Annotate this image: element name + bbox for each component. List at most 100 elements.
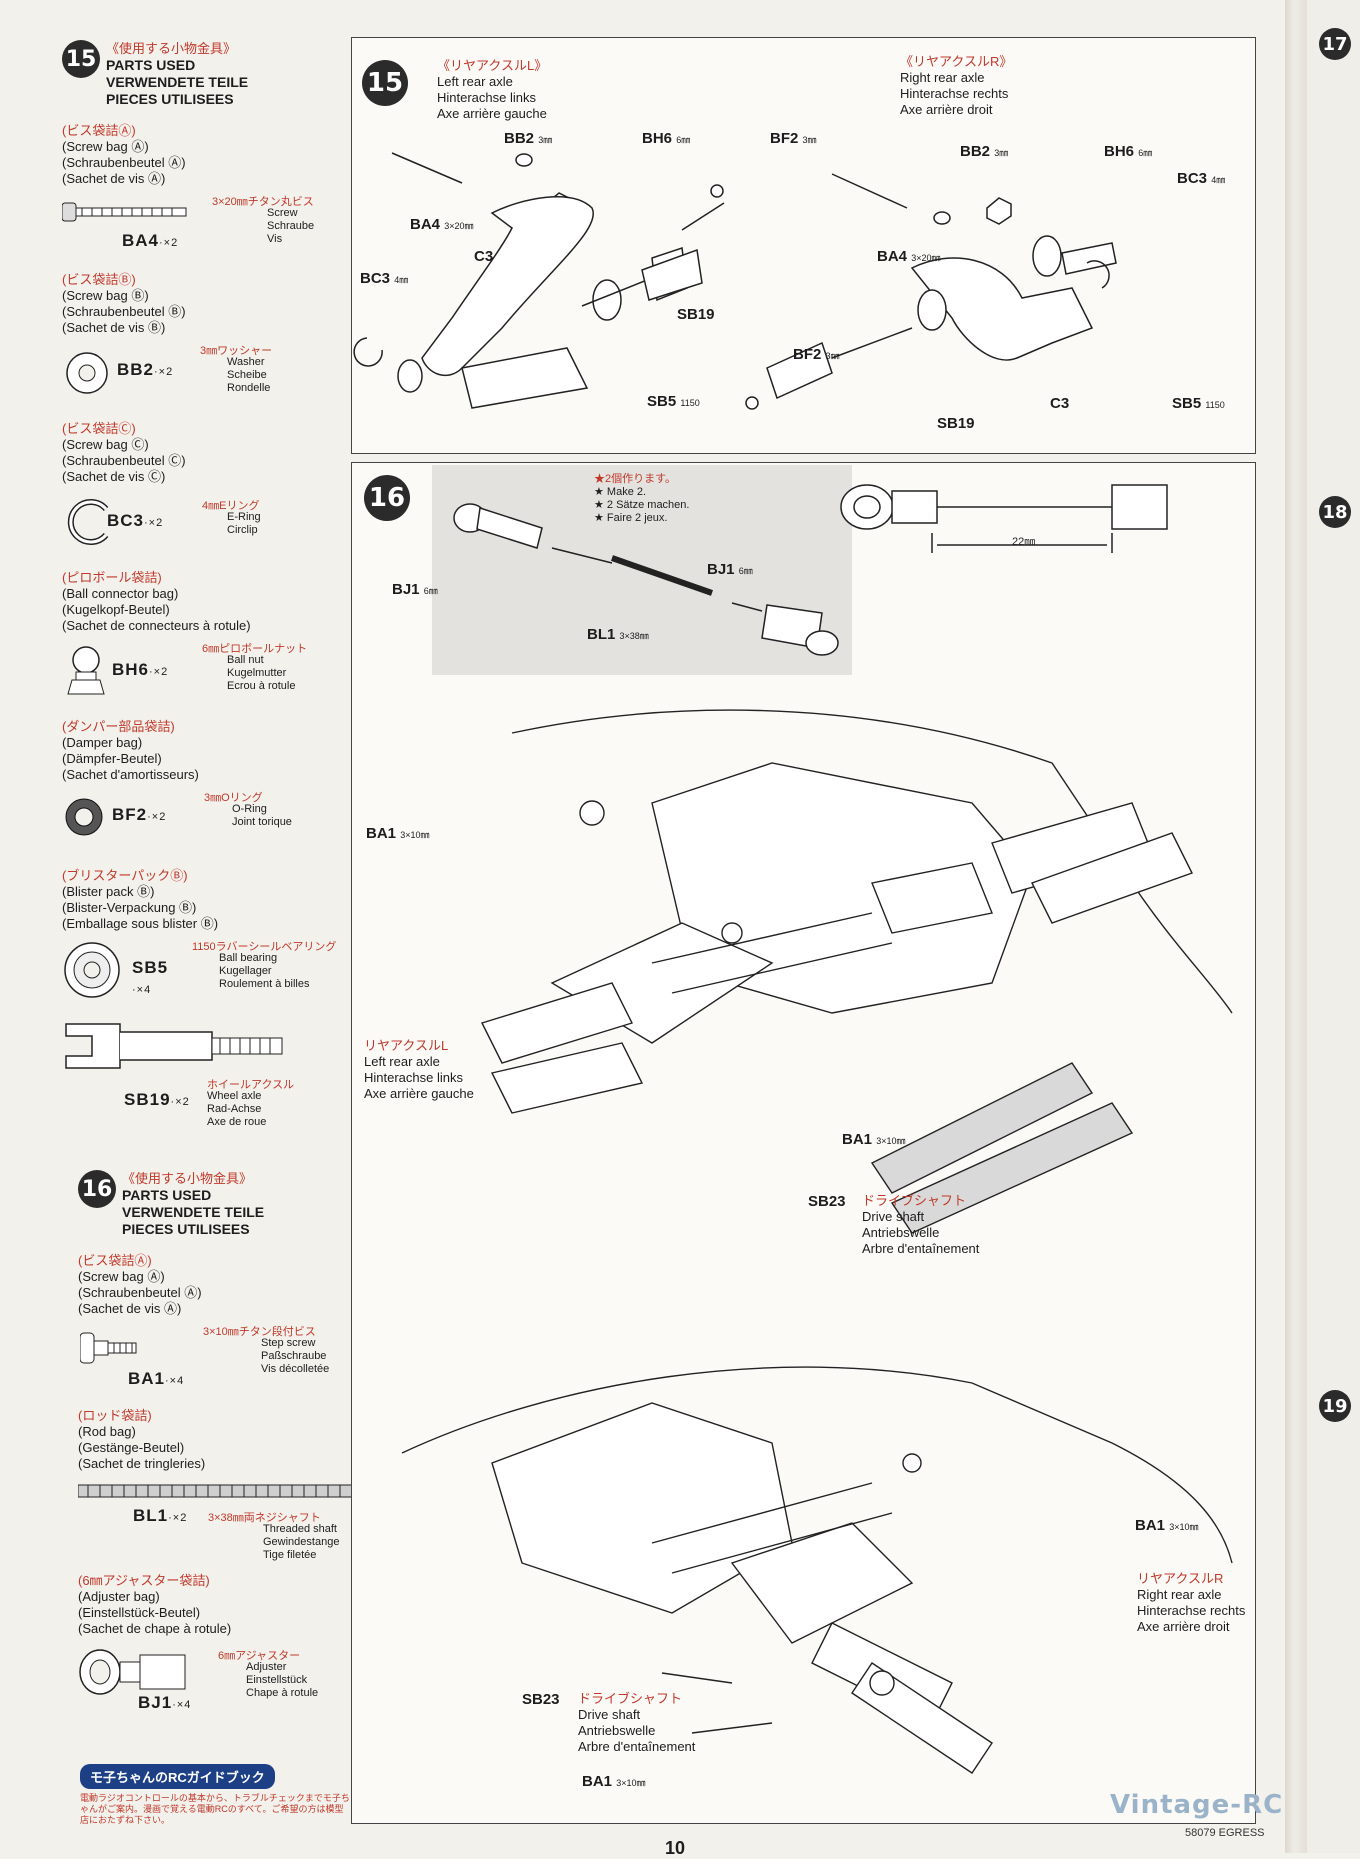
step-number-badge: 16 — [78, 1170, 116, 1208]
label-sb5: SB5 1150 — [647, 393, 700, 410]
bag-en: (Screw bag Ⓐ) — [62, 139, 149, 154]
bag-de: (Einstellstück-Beutel) — [78, 1605, 201, 1620]
label-sb23-lower: SB23 — [522, 1691, 560, 1708]
part-code: BH6·×2 — [112, 660, 169, 679]
washer-icon — [66, 352, 108, 394]
part-en: Step screw — [261, 1337, 316, 1349]
part-bj1: BJ1·×4 6㎜アジャスター Adjuster Einstellstück C… — [78, 1643, 378, 1723]
part-de: Gewindestange — [263, 1536, 340, 1548]
parts-title-en: PARTS USED — [122, 1187, 212, 1203]
label-bf2-right: BF2 3㎜ — [793, 346, 840, 363]
bag-names: (Screw bag Ⓐ) (Schraubenbeutel Ⓐ) (Sache… — [78, 1269, 378, 1317]
part-sb19: ホイールアクスル Wheel axle Rad-Achse Axe de rou… — [62, 1016, 362, 1128]
drive-shaft-note: ドライブシャフト Drive shaft Antriebswelle Arbre… — [862, 1193, 980, 1256]
step-17-badge: 17 — [1319, 28, 1351, 60]
bag-label: (ビス袋詰Ⓐ) — [62, 123, 136, 138]
label-c3-right: C3 — [1050, 395, 1070, 412]
guidebook-text: 電動ラジオコントロールの基本から、トラブルチェックまでモ子ちゃんがご案内。漫画で… — [80, 1793, 350, 1825]
bag-de: (Schraubenbeutel Ⓐ) — [62, 155, 186, 170]
label-bc3: BC3 4㎜ — [360, 270, 409, 287]
bag-en: (Screw bag Ⓐ) — [78, 1269, 165, 1284]
parts-title-fr: PIECES UTILISEES — [122, 1221, 250, 1237]
bag-en: (Adjuster bag) — [78, 1589, 160, 1604]
bag-label: (ビス袋詰Ⓑ) — [62, 272, 136, 287]
bag-fr: (Sachet de vis Ⓐ) — [78, 1301, 182, 1316]
guidebook-ad: モ子ちゃんのRCガイドブック 電動ラジオコントロールの基本から、トラブルチェック… — [80, 1764, 350, 1826]
bag-names: (Ball connector bag) (Kugelkopf-Beutel) … — [62, 586, 362, 634]
bag-names: (Damper bag) (Dämpfer-Beutel) (Sachet d'… — [62, 735, 362, 783]
bag-names: (Screw bag Ⓐ) (Schraubenbeutel Ⓐ) (Sache… — [62, 139, 362, 187]
part-names: Ball bearing Kugellager Roulement à bill… — [219, 952, 310, 991]
part-code: BA1·×4 — [128, 1369, 185, 1388]
part-jp-name: 3×20㎜チタン丸ビス — [212, 196, 314, 208]
part-ba4: 3×20㎜チタン丸ビス Screw Schraube Vis BA4·×2 — [62, 193, 362, 257]
label-bj1: BJ1 6㎜ — [392, 581, 438, 598]
ball-nut-icon — [67, 646, 105, 695]
label-ba1-a: BA1 3×10㎜ — [366, 825, 430, 842]
part-code: SB19·×2 — [124, 1090, 190, 1109]
label-bj1-right: BJ1 6㎜ — [707, 561, 753, 578]
bearing-icon — [64, 942, 120, 998]
bag-en: (Screw bag Ⓑ) — [62, 288, 149, 303]
part-fr: Tige filetée — [263, 1549, 317, 1561]
part-names: E-Ring Circlip — [227, 511, 261, 537]
part-jp-name: 6㎜ピロボールナット — [202, 643, 308, 655]
label-ba1-d: BA1 3×10㎜ — [582, 1773, 646, 1790]
e-ring-icon — [67, 499, 109, 545]
part-en: O-Ring — [232, 803, 267, 815]
part-ba1: BA1·×4 3×10㎜チタン段付ビス Step screw Paßschrau… — [78, 1323, 378, 1393]
part-jp-name: 3㎜Oリング — [204, 792, 263, 804]
screw-icon — [62, 202, 187, 222]
bag-names: (Screw bag Ⓑ) (Schraubenbeutel Ⓑ) (Sache… — [62, 288, 362, 336]
bag-fr: (Sachet de vis Ⓒ) — [62, 469, 166, 484]
step-19-badge: 19 — [1319, 1390, 1351, 1422]
part-fr: Rondelle — [227, 382, 271, 394]
parts-title-jp: 《使用する小物金具》 — [122, 1171, 253, 1186]
make-two-note: ★2個作ります。 ★ Make 2. ★ 2 Sätze machen. ★ F… — [594, 473, 690, 524]
bag-names: (Screw bag Ⓒ) (Schraubenbeutel Ⓒ) (Sache… — [62, 437, 362, 485]
part-en: Washer — [227, 356, 265, 368]
label-bl1: BL1 3×38㎜ — [587, 626, 649, 643]
parts-header-15: 15 《使用する小物金具》 PARTS USED VERWENDETE TEIL… — [62, 40, 362, 108]
part-fr: Vis décolletée — [261, 1363, 330, 1375]
parts-list-step16: 16 《使用する小物金具》 PARTS USED VERWENDETE TEIL… — [78, 1170, 378, 1729]
bag-de: (Blister-Verpackung Ⓑ) — [62, 900, 197, 915]
bag-fr: (Sachet d'amortisseurs) — [62, 767, 199, 782]
bag-fr: (Sachet de connecteurs à rotule) — [62, 618, 251, 633]
bag-fr: (Sachet de vis Ⓐ) — [62, 171, 166, 186]
part-bc3: BC3·×2 4㎜Eリング E-Ring Circlip — [62, 491, 362, 555]
bag-en: (Ball connector bag) — [62, 586, 179, 601]
part-de: Circlip — [227, 524, 258, 536]
step15-box: 15 《リヤアクスルL》 Left rear axle Hinterachse … — [351, 37, 1256, 454]
page-number: 10 — [665, 1838, 686, 1858]
part-code: BB2·×2 — [117, 360, 174, 379]
part-jp-name: 3×38㎜両ネジシャフト — [208, 1512, 321, 1524]
parts-title-de: VERWENDETE TEILE — [106, 74, 249, 90]
label-sb5-right: SB5 1150 — [1172, 395, 1225, 412]
catalog-number: 58079 EGRESS — [1185, 1827, 1265, 1839]
part-names: Adjuster Einstellstück Chape à rotule — [246, 1661, 318, 1700]
bag-label: (ピロボール袋詰) — [62, 570, 162, 585]
bag-label: (ブリスターパックⒷ) — [62, 868, 188, 883]
bag-names: (Adjuster bag) (Einstellstück-Beutel) (S… — [78, 1589, 378, 1637]
parts-title-de: VERWENDETE TEILE — [122, 1204, 265, 1220]
part-bf2: BF2·×2 3㎜Oリング O-Ring Joint torique — [62, 789, 362, 853]
label-bb2: BB2 3㎜ — [504, 130, 553, 147]
part-en: Ball nut — [227, 654, 264, 666]
parts-title-jp: 《使用する小物金具》 — [106, 41, 237, 56]
part-code: BL1·×2 — [133, 1506, 188, 1525]
label-sb19: SB19 — [677, 306, 715, 323]
bag-fr: (Emballage sous blister Ⓑ) — [62, 916, 219, 931]
bag-label: (ビス袋詰Ⓐ) — [78, 1253, 152, 1268]
step-number: 15 — [362, 60, 408, 106]
next-page-edge: 17 18 19 — [1307, 0, 1360, 1853]
label-bf2: BF2 3㎜ — [770, 130, 817, 147]
label-bh6: BH6 6㎜ — [642, 130, 691, 147]
label-bh6-right: BH6 6㎜ — [1104, 143, 1153, 160]
bag-en: (Blister pack Ⓑ) — [62, 884, 155, 899]
part-de: Kugellager — [219, 965, 272, 977]
bag-fr: (Sachet de tringleries) — [78, 1456, 206, 1471]
wheel-axle-icon — [65, 1023, 283, 1069]
part-de: Paßschraube — [261, 1350, 327, 1362]
